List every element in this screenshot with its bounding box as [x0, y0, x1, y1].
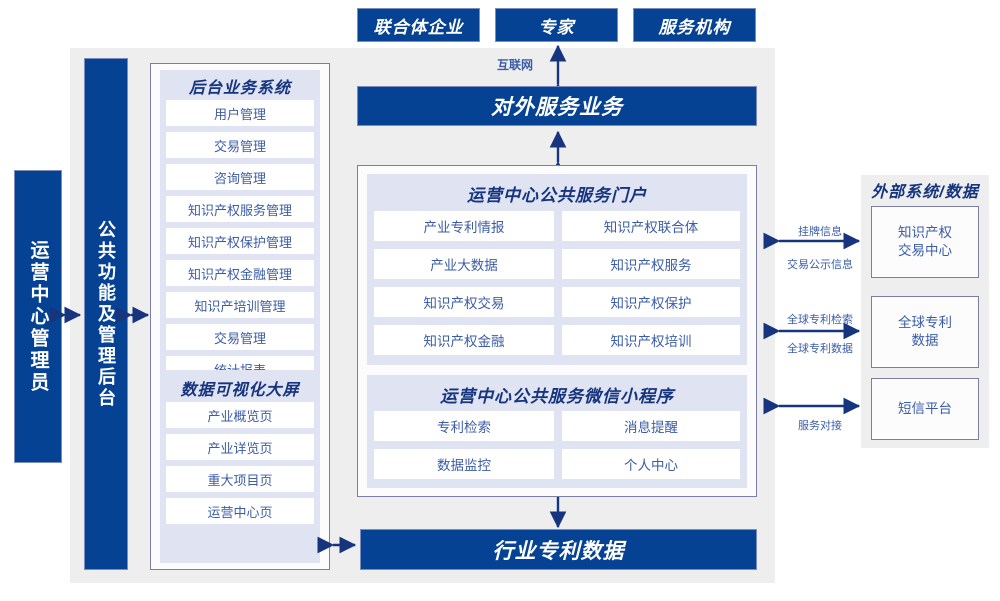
- top-actor-label-1: 联合体企业: [373, 17, 464, 37]
- external-system-1-line2: 数据: [911, 333, 939, 348]
- portal-item-7[interactable]: 知识产权培训: [562, 325, 740, 355]
- portal-item-6[interactable]: 知识产权金融: [374, 325, 554, 355]
- backend-item-0-label: 用户管理: [213, 106, 266, 122]
- left-rail-operator[interactable]: 运营中心管理员: [14, 170, 62, 463]
- portal-item-6-label: 知识产权金融: [423, 334, 505, 349]
- miniprogram-item-1[interactable]: 消息提醒: [562, 411, 740, 441]
- top-actor-box-3[interactable]: 服务机构: [633, 8, 756, 42]
- internet-label: 互联网: [496, 58, 533, 72]
- backend-business-group-title: 后台业务系统: [188, 80, 291, 97]
- service-portal-connector-arrow: [549, 130, 567, 178]
- external-system-0[interactable]: 知识产权 交易中心: [871, 206, 979, 278]
- portal-item-5-label: 知识产权保护: [610, 296, 692, 311]
- left-rail-common-backend[interactable]: 公共功能及管理后台: [84, 58, 128, 570]
- backend-item-6[interactable]: 知识产培训管理: [166, 292, 314, 318]
- backend-item-2-label: 咨询管理: [213, 170, 266, 186]
- top-actor-label-2: 专家: [538, 17, 575, 37]
- external-system-2[interactable]: 短信平台: [871, 378, 979, 440]
- portal-item-3[interactable]: 知识产权服务: [562, 249, 740, 279]
- backend-item-6-label: 知识产培训管理: [194, 298, 286, 314]
- miniprogram-item-0[interactable]: 专利检索: [374, 411, 554, 441]
- portal-item-3-label: 知识产权服务: [610, 258, 692, 273]
- backend-item-7-label: 交易管理: [213, 330, 266, 346]
- portal-item-1-label: 知识产权联合体: [603, 220, 699, 235]
- portal-item-7-label: 知识产权培训: [610, 334, 692, 349]
- visualization-item-2[interactable]: 重大项目页: [166, 466, 314, 492]
- portal-item-5[interactable]: 知识产权保护: [562, 287, 740, 317]
- portal-item-4[interactable]: 知识产权交易: [374, 287, 554, 317]
- visualization-group-title: 数据可视化大屏: [180, 382, 300, 399]
- backend-bottom-connector-arrow: [317, 536, 357, 554]
- external-connector-arrow-0: [763, 232, 861, 250]
- external-system-2-line1: 短信平台: [898, 400, 952, 416]
- visualization-item-1[interactable]: 产业详览页: [166, 434, 314, 460]
- miniprogram-item-2-label: 数据监控: [437, 458, 491, 473]
- top-actor-label-3: 服务机构: [658, 17, 731, 37]
- external-connector-label-1-above: 全球专利检索: [787, 314, 853, 326]
- backend-item-5-label: 知识产权金融管理: [187, 266, 292, 282]
- miniprogram-item-1-label: 消息提醒: [624, 420, 678, 435]
- external-system-0-line2: 交易中心: [898, 243, 952, 258]
- left-rail-common-backend-label: 公共功能及管理后台: [96, 219, 116, 409]
- backend-item-7[interactable]: 交易管理: [166, 324, 314, 350]
- external-connector-label-0-below: 交易公示信息: [787, 259, 853, 271]
- visualization-item-3-label: 运营中心页: [207, 504, 273, 520]
- left-rail-operator-label: 运营中心管理员: [27, 239, 49, 394]
- backend-item-1[interactable]: 交易管理: [166, 132, 314, 158]
- portal-item-0-label: 产业专利情报: [423, 220, 505, 235]
- visualization-item-2-label: 重大项目页: [207, 472, 273, 488]
- bottom-industry-data-bar[interactable]: 行业专利数据: [360, 529, 757, 570]
- external-connector-label-0-above: 挂牌信息: [798, 226, 842, 238]
- miniprogram-item-3-label: 个人中心: [624, 458, 678, 473]
- backend-item-0[interactable]: 用户管理: [166, 100, 314, 126]
- miniprogram-item-2[interactable]: 数据监控: [374, 449, 554, 479]
- miniprogram-item-3[interactable]: 个人中心: [562, 449, 740, 479]
- external-connector-arrow-1: [763, 322, 861, 340]
- platform-data-connector-arrow: [549, 497, 567, 529]
- top-actor-box-2[interactable]: 专家: [495, 8, 618, 42]
- backend-panel-connector-arrow: [115, 306, 150, 324]
- external-connector-label-1-below: 全球专利数据: [787, 343, 853, 355]
- miniprogram-group-title: 运营中心公共服务微信小程序: [440, 387, 674, 406]
- visualization-item-0-label: 产业概览页: [207, 408, 273, 424]
- external-system-0-line1: 知识产权: [898, 224, 952, 240]
- external-connector-label-2-below: 服务对接: [798, 420, 842, 432]
- backend-item-4[interactable]: 知识产权保护管理: [166, 228, 314, 254]
- external-systems-title: 外部系统/数据: [871, 184, 979, 201]
- backend-item-3[interactable]: 知识产权服务管理: [166, 196, 314, 222]
- backend-item-2[interactable]: 咨询管理: [166, 164, 314, 190]
- portal-item-1[interactable]: 知识产权联合体: [562, 211, 740, 241]
- external-system-1[interactable]: 全球专利 数据: [871, 296, 979, 368]
- external-service-label: 对外服务业务: [491, 96, 623, 119]
- portal-item-0[interactable]: 产业专利情报: [374, 211, 554, 241]
- miniprogram-item-0-label: 专利检索: [437, 420, 491, 435]
- portal-group-title: 运营中心公共服务门户: [467, 186, 647, 205]
- backend-item-4-label: 知识产权保护管理: [187, 234, 292, 250]
- internet-connector-arrow: [549, 44, 567, 100]
- backend-item-5[interactable]: 知识产权金融管理: [166, 260, 314, 286]
- external-service-bar[interactable]: 对外服务业务: [357, 86, 757, 126]
- portal-item-2-label: 产业大数据: [430, 258, 498, 273]
- bottom-industry-data-label: 行业专利数据: [492, 539, 625, 563]
- backend-item-1-label: 交易管理: [213, 138, 266, 154]
- external-system-1-line1: 全球专利: [898, 314, 952, 330]
- backend-item-3-label: 知识产权服务管理: [187, 202, 292, 218]
- visualization-item-1-label: 产业详览页: [207, 440, 273, 456]
- top-actor-box-1[interactable]: 联合体企业: [357, 8, 480, 42]
- portal-item-2[interactable]: 产业大数据: [374, 249, 554, 279]
- operator-backend-connector-arrow: [49, 306, 82, 324]
- visualization-item-3[interactable]: 运营中心页: [166, 498, 314, 524]
- portal-item-4-label: 知识产权交易: [423, 296, 505, 311]
- external-connector-arrow-2: [763, 397, 861, 415]
- visualization-item-0[interactable]: 产业概览页: [166, 402, 314, 428]
